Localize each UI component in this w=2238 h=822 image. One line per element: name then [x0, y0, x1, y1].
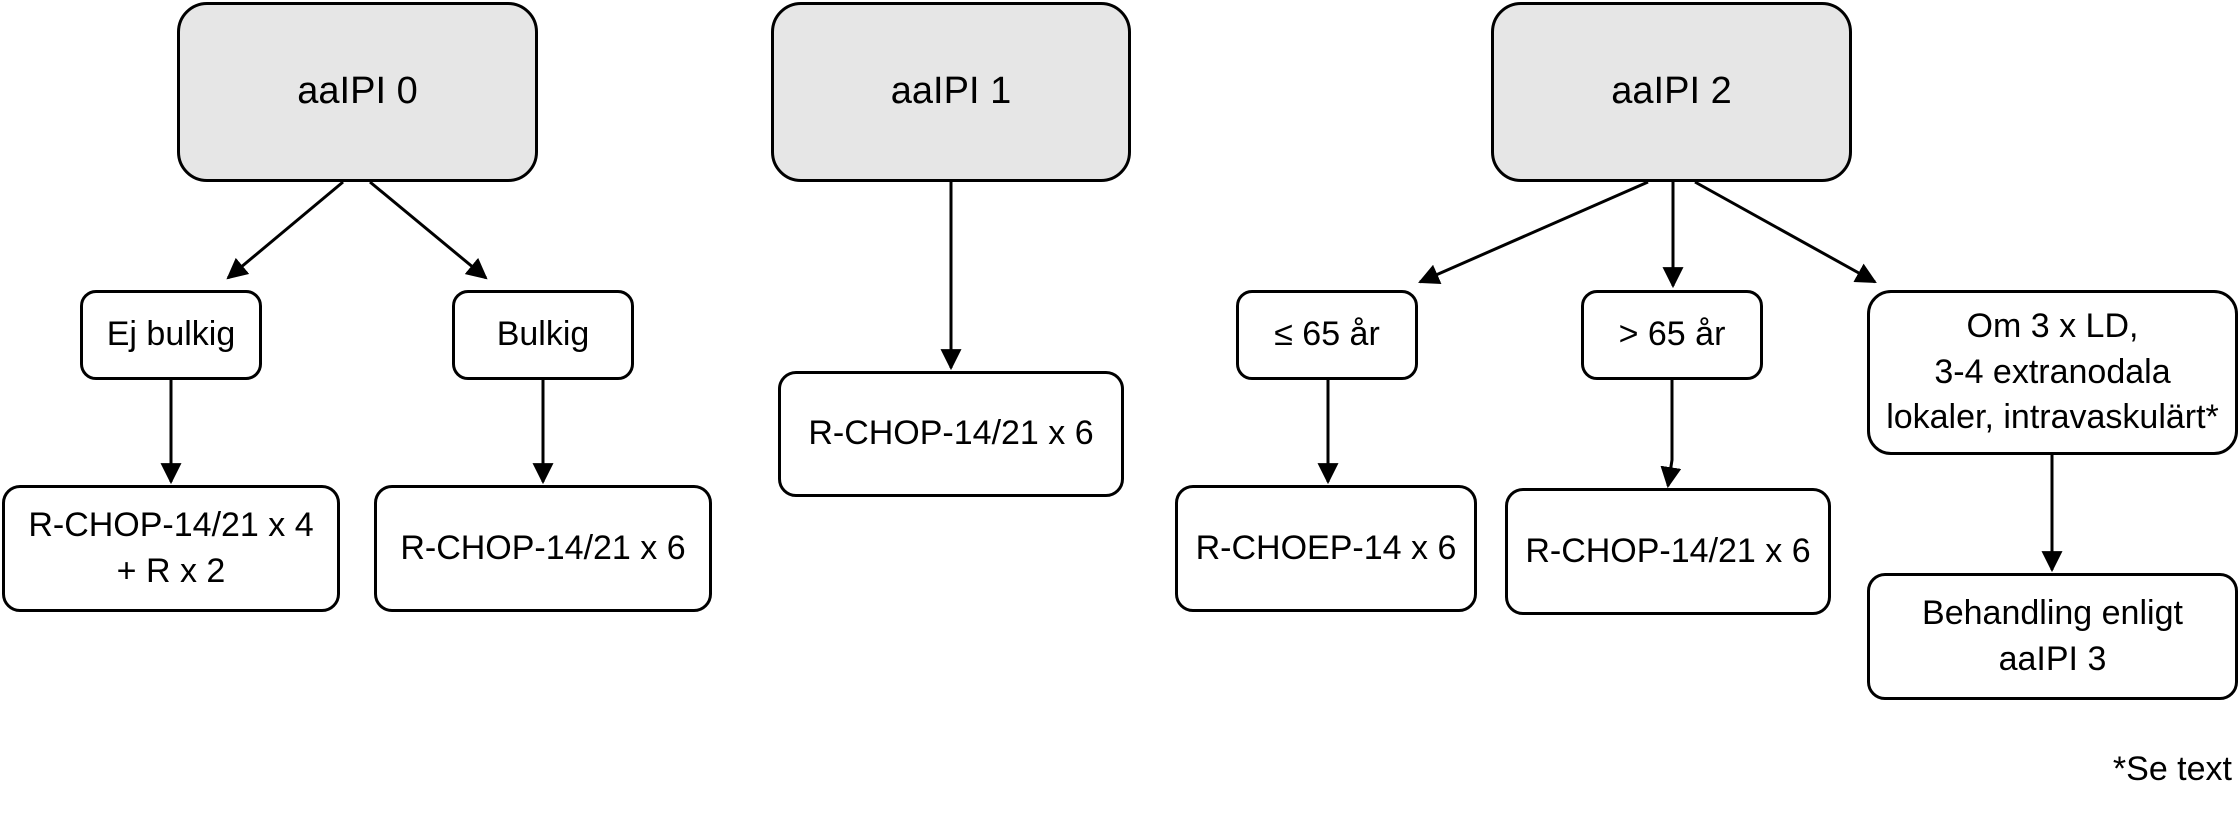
node-om3-line2: 3-4 extranodala [1934, 352, 2171, 391]
edge-aaipi2-om3 [1694, 180, 1877, 284]
node-rchop-x6-gt65-label: R-CHOP-14/21 x 6 [1525, 531, 1811, 570]
node-behandling-enligt-aaipi3: Behandling enligt aaIPI 3 [1867, 573, 2238, 700]
node-aaipi-2: aaIPI 2 [1491, 2, 1852, 182]
node-om-3-x-ld: Om 3 x LD, 3-4 extranodala lokaler, intr… [1867, 290, 2238, 455]
node-rchoep-label: R-CHOEP-14 x 6 [1195, 528, 1457, 567]
node-le-65-label: ≤ 65 år [1274, 315, 1380, 354]
edge-aaipi2-le65 [1418, 180, 1649, 285]
node-gt-65-ar: > 65 år [1581, 290, 1763, 380]
edge-aaipi0-bulkig [369, 180, 488, 280]
node-rchop-14-21-x6-bulkig: R-CHOP-14/21 x 6 [374, 485, 712, 612]
node-gt-65-label: > 65 år [1618, 315, 1726, 354]
node-ej-bulkig-label: Ej bulkig [106, 315, 236, 354]
node-bulkig-label: Bulkig [496, 315, 590, 354]
node-rchop-14-21-x6-gt65: R-CHOP-14/21 x 6 [1505, 488, 1831, 615]
node-aaipi-0-label: aaIPI 0 [297, 70, 418, 113]
node-om3-line1: Om 3 x LD, [1966, 306, 2139, 345]
node-rchop-x6-bulkig-label: R-CHOP-14/21 x 6 [400, 528, 686, 567]
node-rchop-14-21-x4: R-CHOP-14/21 x 4 + R x 2 [2, 485, 340, 612]
edge-gt65-rchop6 [1660, 380, 1682, 489]
node-om3-line3: lokaler, intravaskulärt* [1886, 398, 2219, 437]
node-rchop-x4-line1: R-CHOP-14/21 x 4 [28, 505, 314, 544]
node-aaipi-1-label: aaIPI 1 [890, 70, 1012, 113]
node-rchop-x4-line2: + R x 2 [116, 551, 226, 590]
node-rchop-14-21-x6-aaipi1: R-CHOP-14/21 x 6 [778, 371, 1124, 497]
node-behandling-line1: Behandling enligt [1922, 593, 2183, 632]
node-rchop-x6-aaipi1-label: R-CHOP-14/21 x 6 [808, 414, 1094, 453]
node-aaipi-2-label: aaIPI 2 [1611, 70, 1732, 113]
node-aaipi-1: aaIPI 1 [771, 2, 1131, 182]
node-aaipi-0: aaIPI 0 [177, 2, 538, 182]
node-bulkig: Bulkig [452, 290, 634, 380]
edge-aaipi0-ej-bulkig [226, 180, 344, 280]
footnote: *Se text [2112, 750, 2232, 788]
node-behandling-line2: aaIPI 3 [1998, 639, 2107, 678]
node-le-65-ar: ≤ 65 år [1236, 290, 1418, 380]
node-ej-bulkig: Ej bulkig [80, 290, 262, 380]
node-rchoep-14-x6: R-CHOEP-14 x 6 [1175, 485, 1477, 612]
